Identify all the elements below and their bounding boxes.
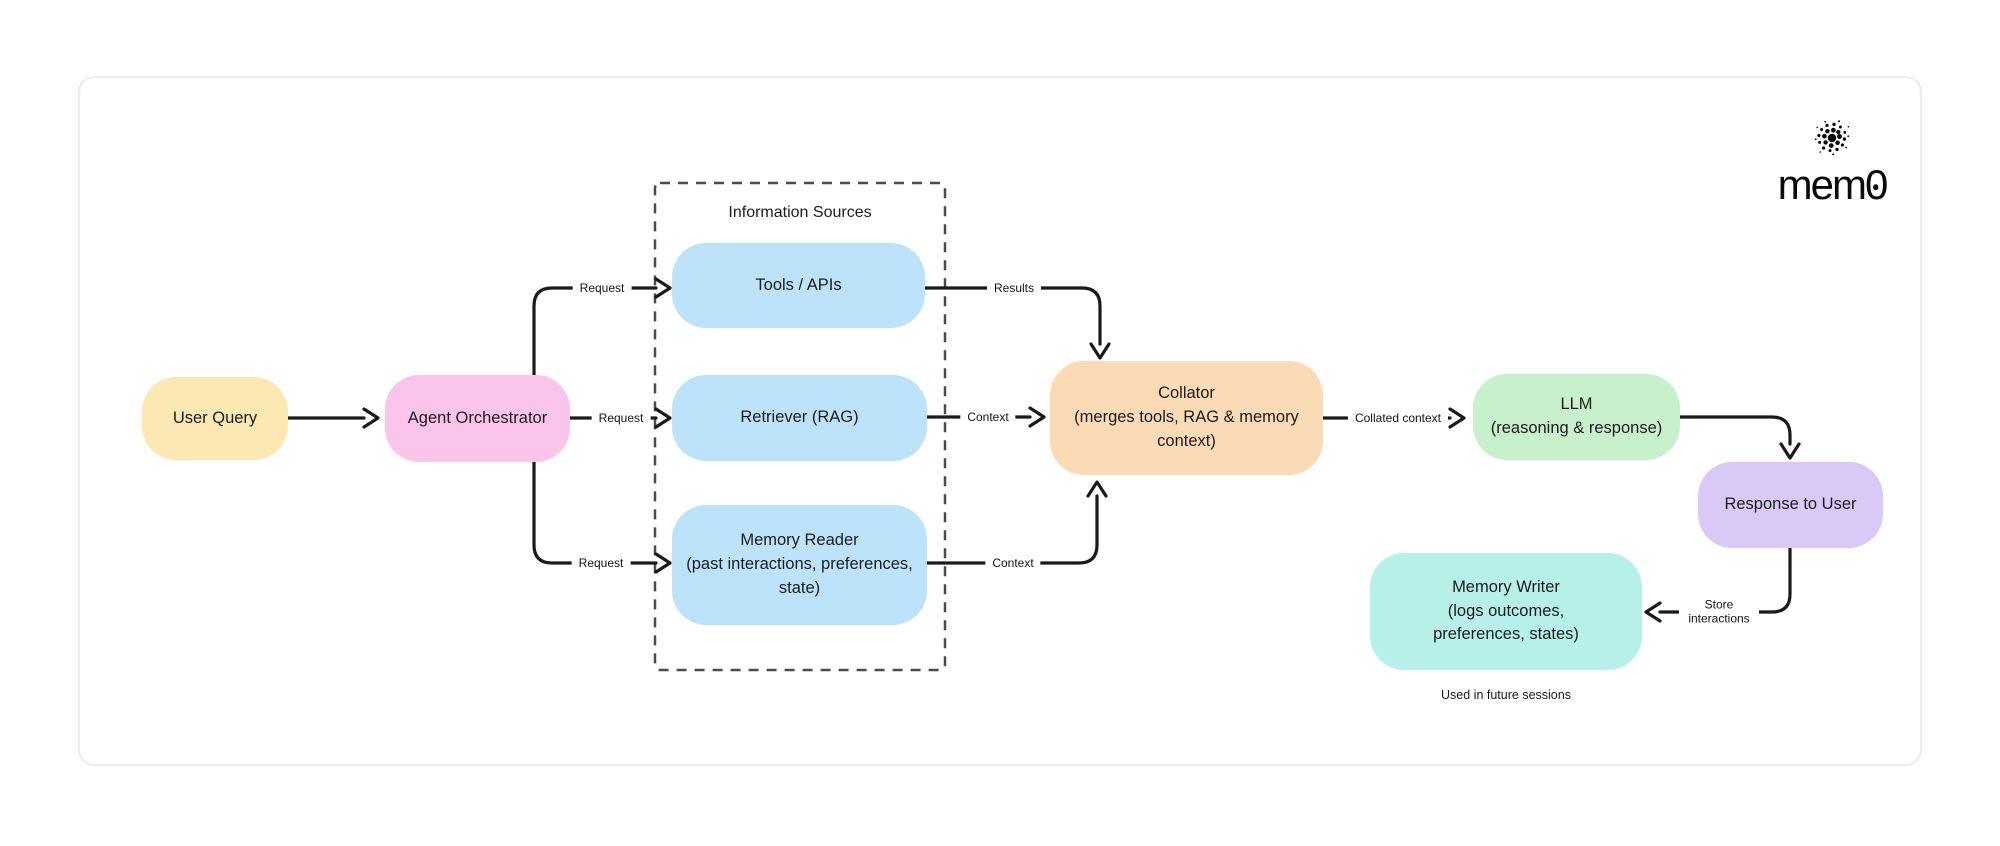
node-tools-apis: Tools / APIs — [672, 243, 925, 328]
node-label: Retriever (RAG) — [740, 408, 859, 427]
node-label: Memory Writer — [1452, 577, 1560, 596]
edge-label-results: Results — [986, 280, 1042, 296]
node-agent-orchestrator: Agent Orchestrator — [385, 375, 570, 462]
mem0-wordmark: mem0 — [1777, 161, 1889, 208]
node-sublabel: (reasoning & response) — [1490, 419, 1663, 437]
node-collator: Collator (merges tools, RAG & memory con… — [1050, 361, 1323, 475]
wordmark-zero: 0 — [1865, 164, 1888, 206]
node-user-query: User Query — [142, 377, 288, 460]
edge-label-request-mid: Request — [591, 410, 651, 426]
edge-label-request-top: Request — [572, 280, 632, 296]
node-label: Memory Reader — [740, 531, 859, 550]
mem0-logo: mem0 — [1776, 118, 1888, 206]
edge-label-context-memory: Context — [985, 555, 1041, 571]
node-sublabel: (logs outcomes, preferences, states) — [1433, 601, 1579, 644]
zero-center-dot — [1872, 184, 1879, 190]
information-sources-title: Information Sources — [728, 204, 872, 221]
edge-label-context-rag: Context — [960, 409, 1016, 425]
node-label: User Query — [172, 408, 258, 427]
node-llm: LLM (reasoning & response) — [1473, 374, 1680, 460]
node-sublabel: (merges tools, RAG & memory context) — [1074, 408, 1299, 450]
node-label: Tools / APIs — [755, 275, 842, 294]
edge-label-request-bottom: Request — [571, 555, 631, 571]
wordmark-prefix: mem — [1777, 161, 1867, 208]
node-retriever-rag: Retriever (RAG) — [672, 375, 927, 461]
node-memory-writer: Memory Writer (logs outcomes, preference… — [1370, 553, 1642, 670]
node-label: Response to User — [1724, 495, 1857, 514]
edge-label-store-interactions: Store interactions — [1679, 596, 1759, 628]
mem0-dotted-orb-icon — [1814, 120, 1850, 156]
node-label: Collator — [1158, 384, 1215, 403]
node-label: Agent Orchestrator — [407, 408, 548, 427]
node-label: LLM — [1560, 395, 1593, 414]
future-sessions-caption: Used in future sessions — [1441, 688, 1571, 702]
edge-label-collated-context: Collated context — [1347, 410, 1449, 426]
node-memory-reader: Memory Reader (past interactions, prefer… — [672, 505, 927, 625]
node-response-to-user: Response to User — [1698, 462, 1883, 548]
node-sublabel: (past interactions, preferences, state) — [686, 555, 913, 597]
